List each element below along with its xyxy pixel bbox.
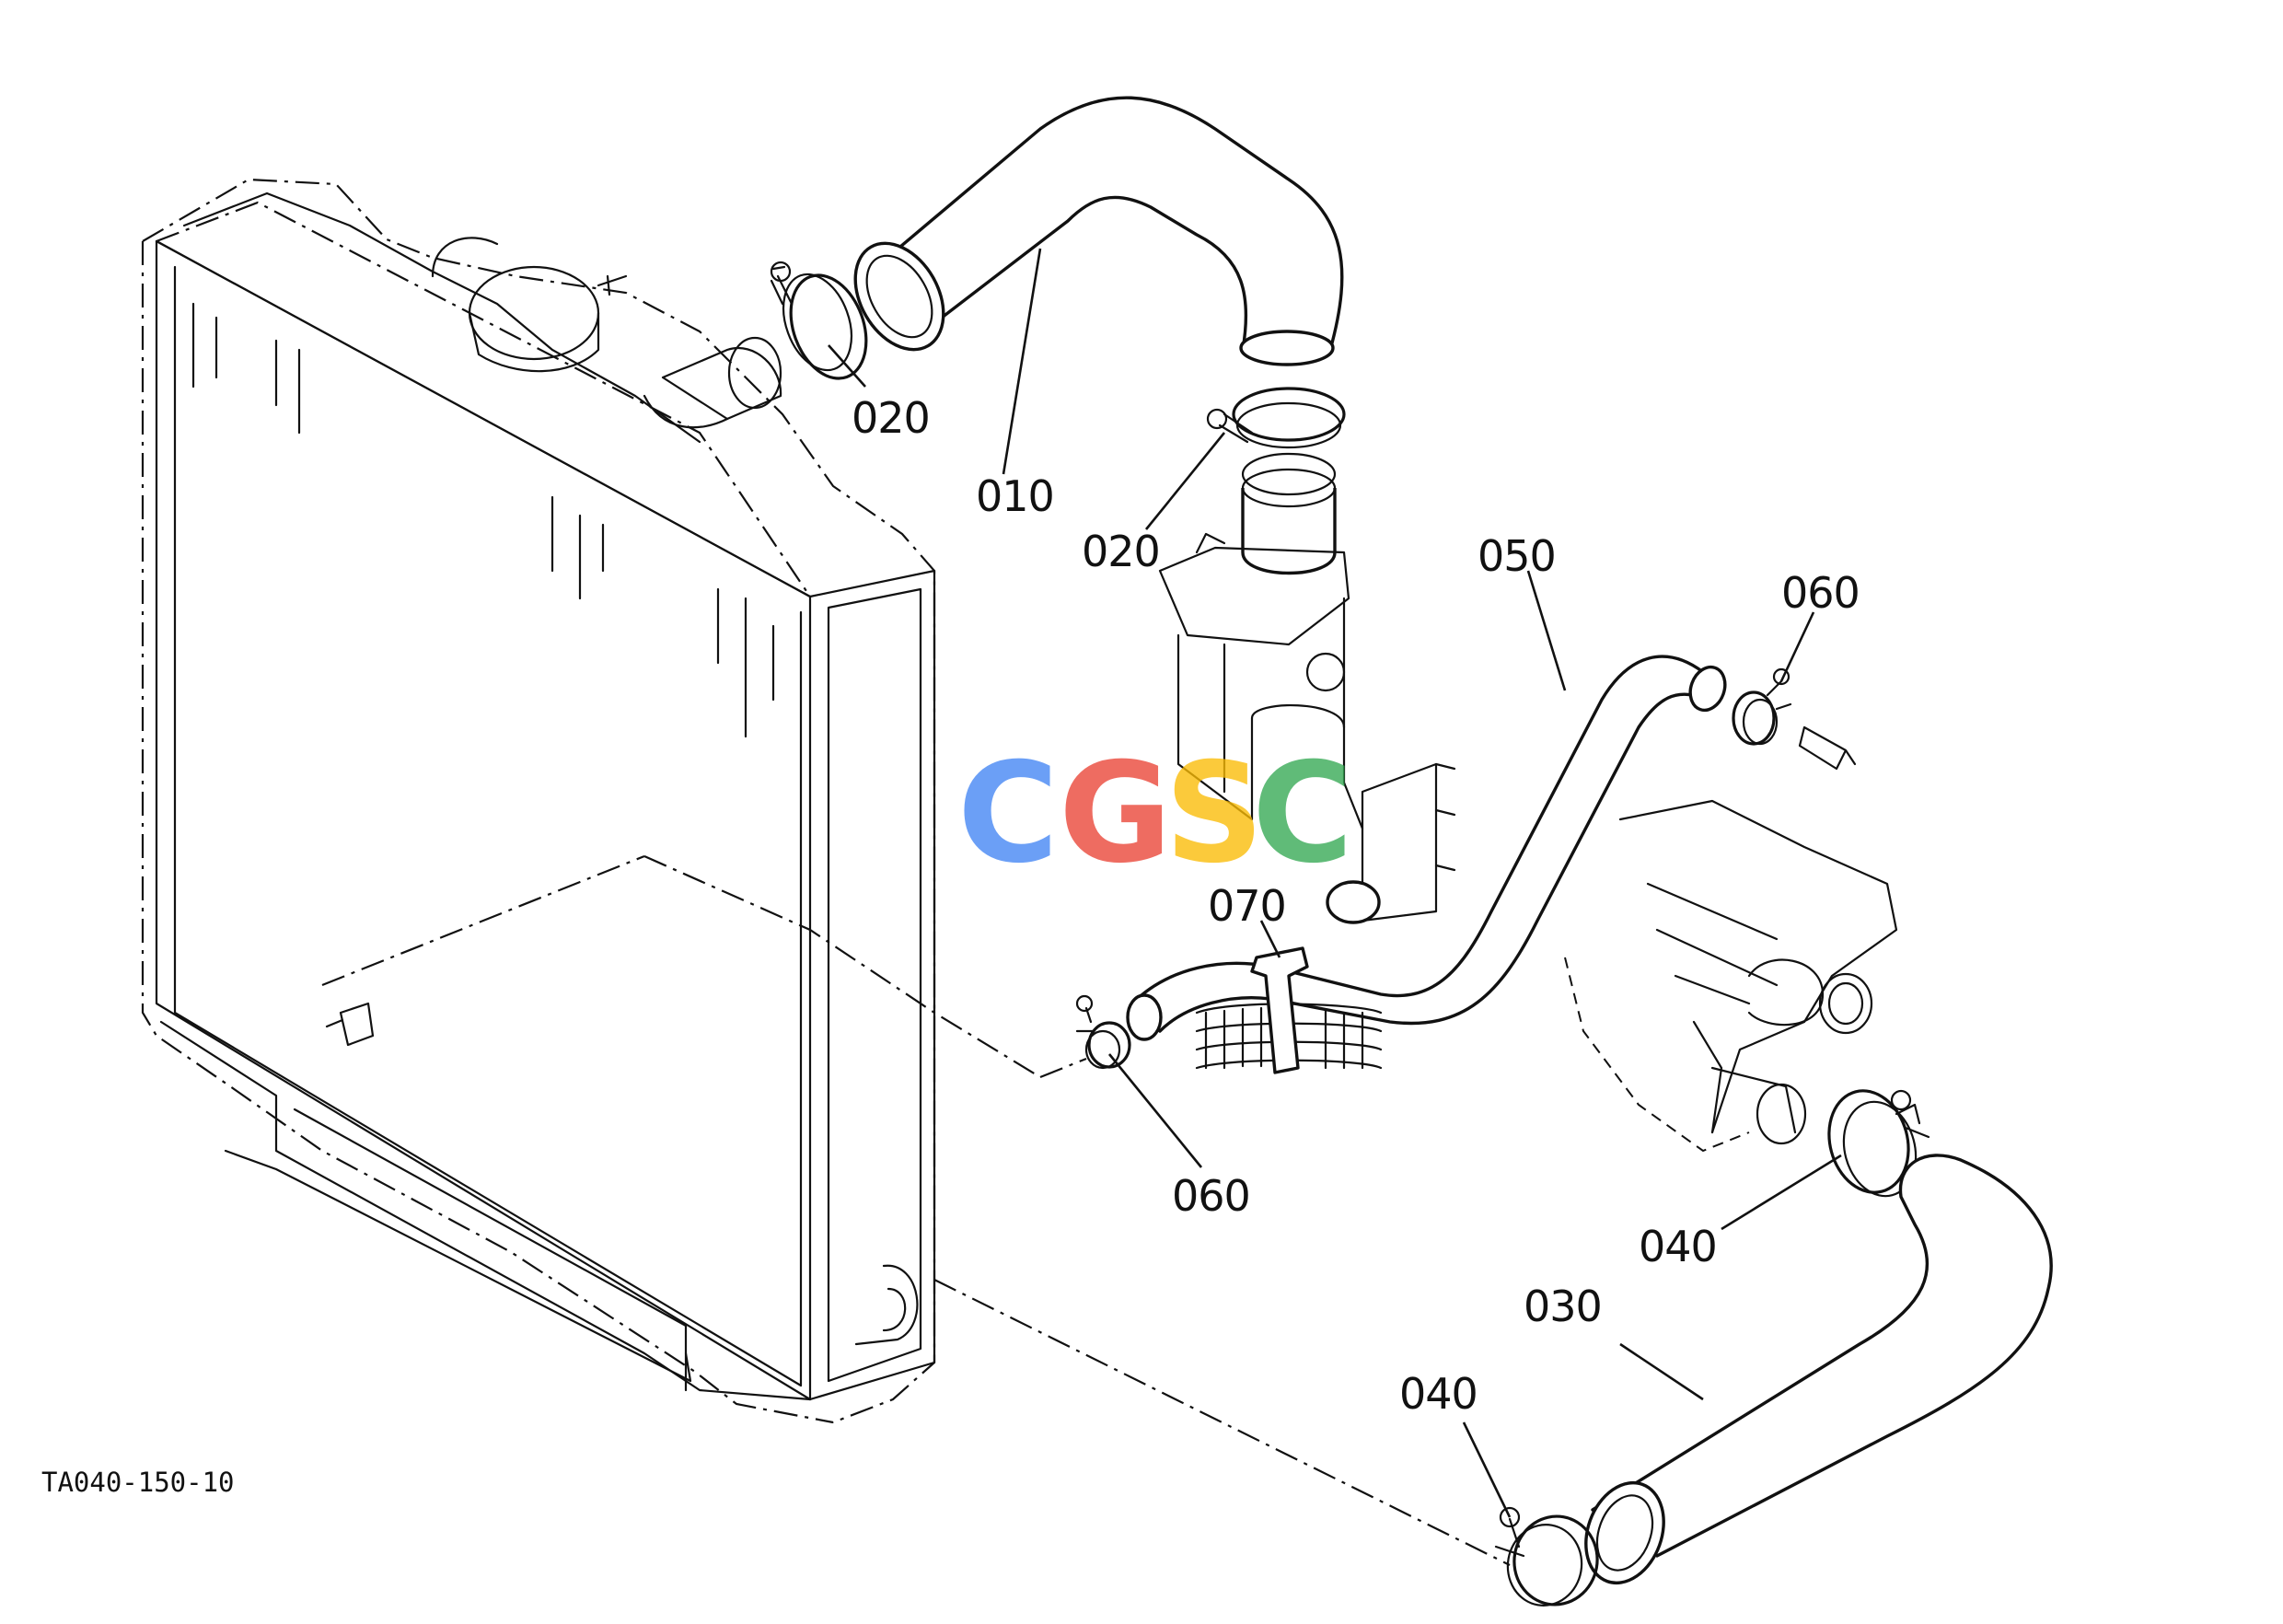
phantom-lines <box>321 854 1511 1566</box>
hose-clamp <box>1494 1506 1599 1607</box>
lower-radiator-hose <box>1584 1154 2053 1585</box>
drawing-code: TA040-150-10 <box>41 1467 235 1498</box>
thermostat-housing <box>1158 452 1456 924</box>
callout-070: 070 <box>1208 881 1286 931</box>
watermark-letter: S <box>1165 734 1264 894</box>
callout-010: 010 <box>976 471 1054 521</box>
callout-030: 030 <box>1524 1282 1602 1331</box>
upper-radiator-hose <box>853 96 1344 366</box>
watermark: C G S C <box>957 734 1353 894</box>
callout-020: 020 <box>852 393 930 443</box>
hose-clamp <box>1827 1089 1930 1198</box>
callout-040: 040 <box>1399 1369 1478 1419</box>
radiator-upper-neck <box>643 336 782 429</box>
callout-060: 060 <box>1781 568 1860 618</box>
hose-clamp <box>1206 387 1346 449</box>
leader-lines <box>828 248 1842 1518</box>
radiator <box>141 178 936 1424</box>
engine-block <box>1564 799 1898 1153</box>
hose-band <box>1250 946 1309 1074</box>
watermark-letter: C <box>1252 734 1353 894</box>
bypass-hose <box>1126 655 1727 1041</box>
hose-clamp <box>770 261 868 380</box>
radiator-cap <box>431 237 628 373</box>
callout-020: 020 <box>1082 527 1160 576</box>
wire-harness <box>1195 1003 1383 1070</box>
hose-clamp <box>1732 667 1857 771</box>
callout-040: 040 <box>1639 1222 1717 1271</box>
watermark-letter: G <box>1059 734 1172 894</box>
callout-050: 050 <box>1478 531 1556 581</box>
callout-060: 060 <box>1172 1171 1250 1221</box>
hose-clamp <box>1075 994 1131 1070</box>
watermark-letter: C <box>957 734 1059 894</box>
